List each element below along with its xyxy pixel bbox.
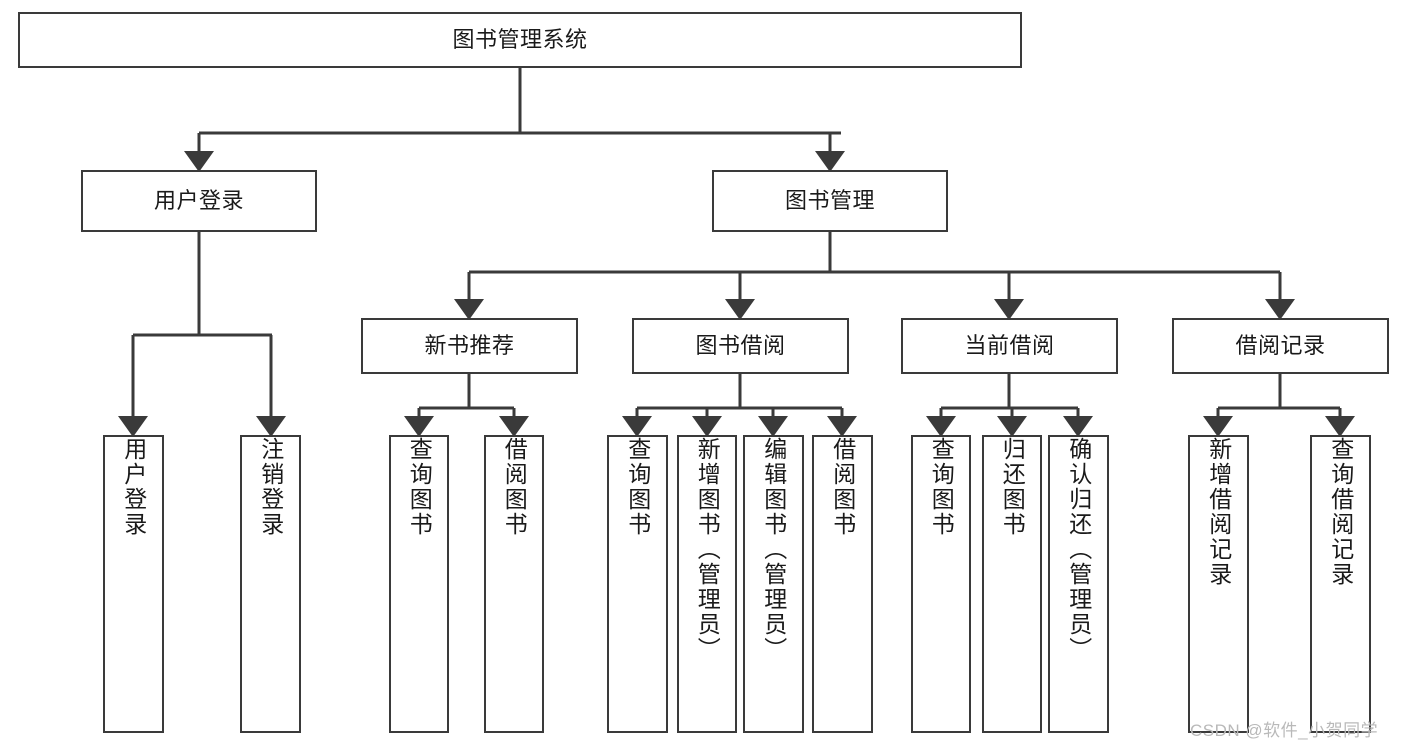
node-root[interactable]: 图书管理系统 (18, 12, 1022, 68)
leaf-add-book-admin[interactable]: 新增图书（管理员） (677, 435, 737, 733)
leaf-return-book[interactable]: 归还图书 (982, 435, 1042, 733)
leaf-borrow-book-recommend[interactable]: 借阅图书 (484, 435, 544, 733)
node-book-management-label: 图书管理 (784, 188, 875, 214)
leaf-confirm-return-admin[interactable]: 确认归还（管理员） (1048, 435, 1109, 733)
node-book-borrow[interactable]: 图书借阅 (632, 318, 849, 374)
leaf-add-book-admin-label: 新增图书（管理员） (694, 437, 721, 662)
leaf-edit-book-admin[interactable]: 编辑图书（管理员） (743, 435, 804, 733)
leaf-query-book-current-label: 查询图书 (928, 437, 955, 537)
node-borrow-record[interactable]: 借阅记录 (1172, 318, 1389, 374)
node-root-label: 图书管理系统 (452, 27, 588, 53)
node-user-login-label: 用户登录 (153, 188, 244, 214)
leaf-edit-book-admin-label: 编辑图书（管理员） (760, 437, 787, 662)
node-new-book-recommend[interactable]: 新书推荐 (361, 318, 578, 374)
leaf-query-book-recommend[interactable]: 查询图书 (389, 435, 449, 733)
node-current-borrow-label: 当前借阅 (964, 333, 1055, 359)
node-book-management[interactable]: 图书管理 (712, 170, 948, 232)
leaf-query-book-current[interactable]: 查询图书 (911, 435, 971, 733)
leaf-logout-label: 注销登录 (257, 437, 284, 537)
leaf-borrow-book[interactable]: 借阅图书 (812, 435, 873, 733)
leaf-add-borrow-record-label: 新增借阅记录 (1205, 437, 1232, 587)
leaf-query-book-borrow[interactable]: 查询图书 (607, 435, 668, 733)
leaf-logout[interactable]: 注销登录 (240, 435, 301, 733)
leaf-query-borrow-record-label: 查询借阅记录 (1327, 437, 1354, 587)
leaf-user-login-label: 用户登录 (120, 437, 147, 537)
leaf-query-book-recommend-label: 查询图书 (406, 437, 433, 537)
node-book-borrow-label: 图书借阅 (695, 333, 786, 359)
leaf-return-book-label: 归还图书 (999, 437, 1026, 537)
node-current-borrow[interactable]: 当前借阅 (901, 318, 1118, 374)
csdn-watermark: CSDN @软件_小贺同学 (1190, 721, 1379, 740)
leaf-add-borrow-record[interactable]: 新增借阅记录 (1188, 435, 1249, 733)
leaf-confirm-return-admin-label: 确认归还（管理员） (1065, 437, 1092, 662)
leaf-borrow-book-recommend-label: 借阅图书 (501, 437, 528, 537)
node-user-login[interactable]: 用户登录 (81, 170, 317, 232)
leaf-query-borrow-record[interactable]: 查询借阅记录 (1310, 435, 1371, 733)
leaf-borrow-book-label: 借阅图书 (829, 437, 856, 537)
leaf-query-book-borrow-label: 查询图书 (624, 437, 651, 537)
node-new-book-recommend-label: 新书推荐 (424, 333, 515, 359)
node-borrow-record-label: 借阅记录 (1235, 333, 1326, 359)
leaf-user-login[interactable]: 用户登录 (103, 435, 164, 733)
